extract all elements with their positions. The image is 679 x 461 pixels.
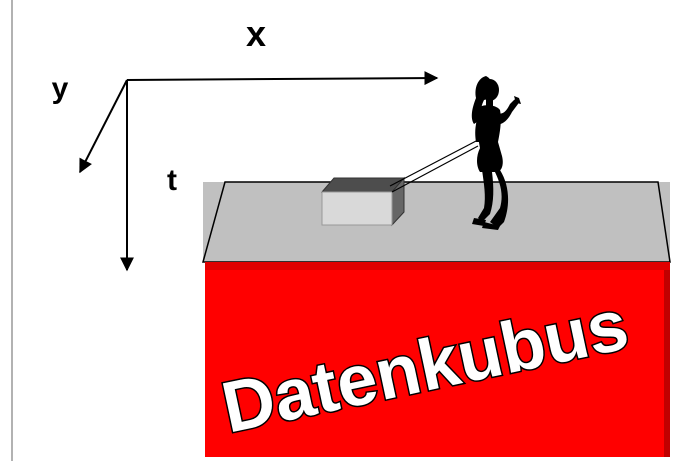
cube-front-shadow (664, 270, 670, 457)
cube-top-surface (202, 181, 671, 263)
sight-line-lower (391, 145, 479, 193)
y-axis-label: y (52, 72, 69, 105)
cube-front-face (205, 262, 670, 457)
data-cube: Datenkubus (202, 181, 671, 457)
cube-front-edge (205, 262, 670, 270)
x-axis-label: x (246, 13, 266, 54)
sight-lines (389, 139, 479, 193)
t-axis-label: t (167, 164, 177, 197)
x-axis-arrow (126, 71, 439, 86)
axes: x y t (52, 13, 439, 272)
y-axis-arrow (79, 79, 128, 174)
woman-silhouette-icon (471, 76, 521, 230)
sight-line-upper (389, 139, 479, 187)
box-front-face (321, 191, 393, 226)
